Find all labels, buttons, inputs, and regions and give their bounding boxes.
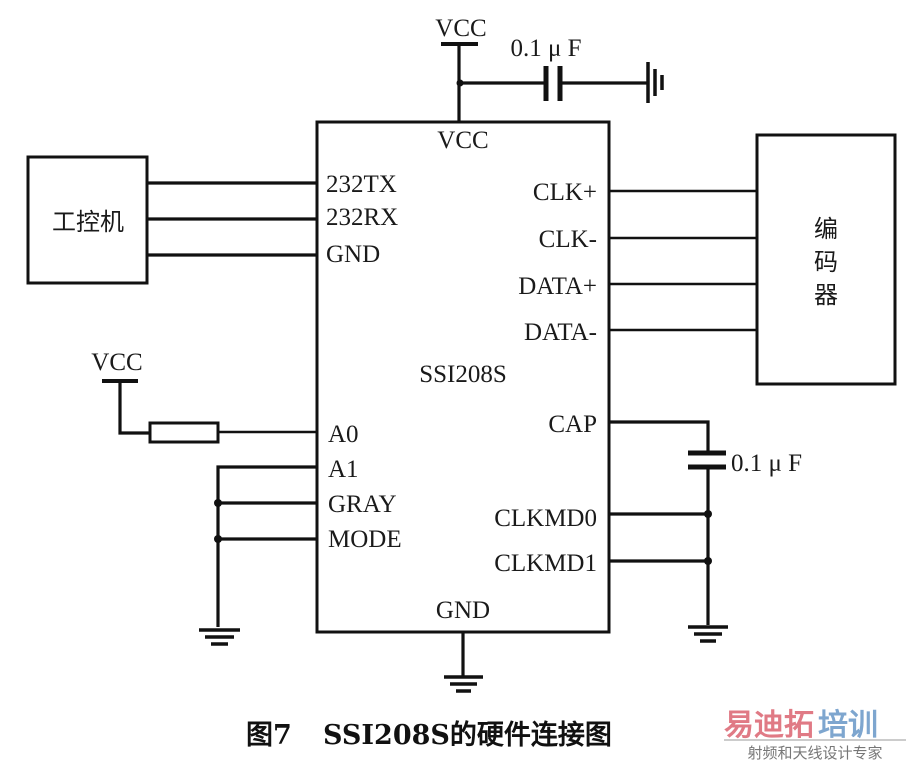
pin-a0: A0 <box>328 421 359 448</box>
wire-a1-ground <box>216 465 317 627</box>
pin-gnd-left: GND <box>326 241 380 268</box>
pin-clk-plus: CLK+ <box>533 179 597 206</box>
pin-mode: MODE <box>328 526 402 553</box>
watermark: 易迪拓 培训 射频和天线设计专家 <box>724 708 906 762</box>
chip-pin-gnd: GND <box>436 597 490 624</box>
pin-clkmd0: CLKMD0 <box>494 505 597 532</box>
encoder-label-2: 码 <box>814 248 838 276</box>
junction-dot-clkmd1 <box>704 557 712 565</box>
cap-top-value: 0.1 μ F <box>510 35 581 62</box>
ipc-block <box>26 155 149 285</box>
junction-dot-clkmd0 <box>704 510 712 518</box>
ground-symbol-right <box>688 625 728 643</box>
pin-clkmd1: CLKMD1 <box>494 550 597 577</box>
cap-right-value: 0.1 μ F <box>731 450 802 477</box>
watermark-brand-a: 易迪拓 <box>724 708 814 743</box>
watermark-brand-b: 培训 <box>818 708 878 743</box>
pin-data-minus: DATA- <box>524 319 597 346</box>
wire-cap <box>609 420 710 452</box>
pin-data-plus: DATA+ <box>518 273 597 300</box>
ground-symbol-left <box>199 628 240 646</box>
pin-clk-minus: CLK- <box>539 226 597 253</box>
junction-dot-mode <box>214 535 222 543</box>
encoder-block <box>755 133 897 386</box>
encoder-label-1: 编 <box>814 215 838 243</box>
chip-body <box>315 120 611 634</box>
ipc-label: 工控机 <box>52 208 124 236</box>
vcc-left-label: VCC <box>91 349 142 376</box>
vcc-top-label: VCC <box>435 15 486 42</box>
watermark-tagline: 射频和天线设计专家 <box>747 744 882 762</box>
encoder-label-3: 器 <box>814 281 838 309</box>
ground-symbol-bottom <box>444 675 483 693</box>
pin-gray: GRAY <box>328 491 397 518</box>
pin-232rx: 232RX <box>326 204 398 231</box>
pin-a1: A1 <box>328 456 359 483</box>
chip-pin-vcc: VCC <box>437 127 488 154</box>
caption-figure-number: 图7 <box>246 720 292 751</box>
pin-cap: CAP <box>548 411 597 438</box>
ground-symbol-top <box>646 62 664 103</box>
chip-name: SSI208S <box>419 361 507 388</box>
vcc-left-wire <box>118 381 150 435</box>
pin-232tx: 232TX <box>326 171 397 198</box>
resistor <box>148 421 220 444</box>
junction-dot-gray <box>214 499 222 507</box>
caption-title: SSI208S的硬件连接图 <box>323 719 612 751</box>
